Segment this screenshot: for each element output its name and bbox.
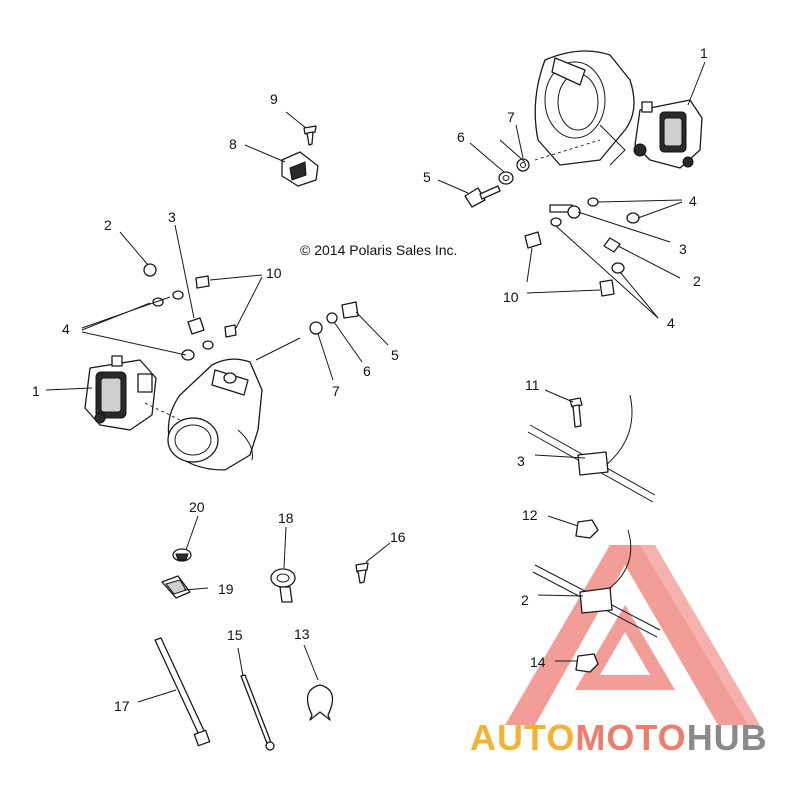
callout-3-middle-right: 3 bbox=[517, 453, 525, 469]
callout-4-upper-right: 4 bbox=[689, 193, 697, 209]
callout-12: 12 bbox=[522, 507, 538, 523]
wire-clip bbox=[161, 575, 191, 599]
watermark-triangle-left bbox=[610, 545, 760, 725]
callout-1-upper-right: 1 bbox=[700, 45, 708, 61]
callout-8: 8 bbox=[229, 136, 237, 152]
watermark-auto: AUTO bbox=[470, 717, 575, 758]
callout-7-left: 7 bbox=[332, 383, 340, 399]
upper-right-hardware bbox=[464, 158, 640, 297]
watermark-hub: HUB bbox=[687, 717, 768, 758]
callout-2-lower-right: 2 bbox=[521, 592, 529, 608]
watermark-logo bbox=[505, 545, 760, 725]
callout-16: 16 bbox=[390, 529, 406, 545]
callout-6-upper: 6 bbox=[457, 129, 465, 145]
callout-10-right: 10 bbox=[503, 289, 519, 305]
callout-19: 19 bbox=[218, 581, 234, 597]
short-cable-tie bbox=[240, 674, 275, 751]
callout-9: 9 bbox=[270, 91, 278, 107]
flange-nut bbox=[575, 653, 599, 673]
cable-clamp bbox=[270, 568, 296, 603]
callout-5-left: 5 bbox=[391, 347, 399, 363]
callout-4-left: 4 bbox=[62, 321, 70, 337]
callout-18: 18 bbox=[278, 510, 294, 526]
leader-lines bbox=[45, 61, 706, 703]
brake-line-clip-assembly-2 bbox=[532, 529, 661, 638]
copyright-text: © 2014 Polaris Sales Inc. bbox=[300, 242, 457, 258]
push-rivet bbox=[172, 548, 192, 562]
callout-20: 20 bbox=[189, 499, 205, 515]
watermark-text: AUTOMOTOHUB bbox=[470, 717, 768, 758]
left-brake-caliper bbox=[84, 355, 157, 431]
callout-10-left: 10 bbox=[266, 265, 282, 281]
callout-1-left: 1 bbox=[32, 383, 40, 399]
callout-11: 11 bbox=[525, 377, 540, 393]
callout-7-upper: 7 bbox=[507, 109, 515, 125]
watermark-triangle-outer bbox=[505, 545, 748, 725]
brake-line-clip-assembly bbox=[527, 394, 656, 503]
callout-14: 14 bbox=[530, 654, 546, 670]
callout-6-left: 6 bbox=[363, 363, 371, 379]
left-hardware bbox=[143, 263, 359, 361]
omega-clip bbox=[306, 684, 334, 721]
callout-5-upper: 5 bbox=[423, 169, 431, 185]
watermark-moto: MOTO bbox=[575, 717, 686, 758]
callout-labels: 1 1 2 2 2 3 3 3 4 4 4 5 5 6 6 7 7 8 9 10… bbox=[32, 45, 708, 714]
hex-nut bbox=[575, 519, 599, 539]
callout-3-left: 3 bbox=[168, 209, 176, 225]
callout-4-lower-right: 4 bbox=[667, 315, 675, 331]
upper-right-bearing-carrier bbox=[534, 50, 635, 166]
small-screw bbox=[303, 125, 317, 146]
callout-2-right: 2 bbox=[693, 273, 701, 289]
bracket-clip bbox=[281, 151, 319, 187]
callout-2-left: 2 bbox=[104, 217, 112, 233]
screw bbox=[355, 562, 369, 584]
callout-3-right: 3 bbox=[679, 241, 687, 257]
long-cable-tie bbox=[154, 637, 211, 747]
callout-13: 13 bbox=[294, 626, 310, 642]
upper-right-brake-caliper bbox=[633, 99, 703, 169]
left-bearing-carrier bbox=[167, 358, 263, 471]
watermark-triangle-inner bbox=[575, 605, 675, 690]
callout-15: 15 bbox=[227, 627, 243, 643]
callout-17: 17 bbox=[114, 698, 130, 714]
